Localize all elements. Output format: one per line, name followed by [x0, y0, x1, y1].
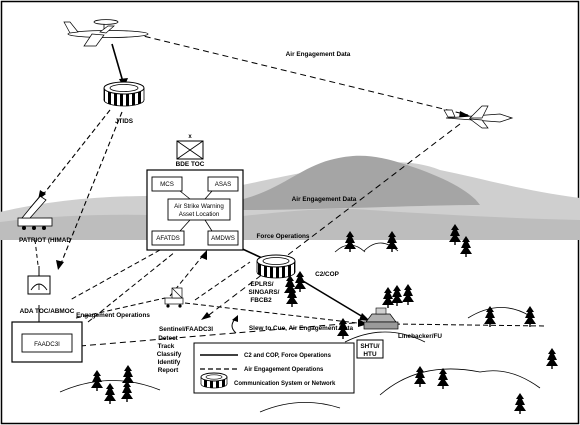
- afatds-box: [151, 230, 185, 246]
- label-eplrs-line3: FBCB2: [250, 297, 272, 304]
- hill-6: [259, 402, 341, 413]
- link-bde-adatoc: [69, 249, 161, 301]
- link-faadc3i-bde: [87, 251, 176, 323]
- arrow-linebacker: [358, 319, 368, 327]
- label-asas: ASAS: [215, 181, 232, 188]
- label-bde-toc: BDE TOC: [176, 161, 205, 168]
- amdws-box: [207, 230, 239, 246]
- label-linebacker: Linebacker/FU: [398, 333, 442, 340]
- hill-7: [59, 380, 161, 393]
- link-faadc3i-linebacker: [79, 321, 367, 347]
- link-awacs-jtids: [111, 43, 124, 83]
- label-c2cop: C2/COP: [315, 271, 340, 278]
- mcs-box: [151, 176, 183, 192]
- link-awacs-fighter: [134, 33, 469, 116]
- bde-toc-symbol-icon: x: [176, 134, 204, 160]
- radar-dish-icon: [27, 266, 51, 295]
- label-sentinel-line5: Identify: [158, 359, 181, 366]
- jtids-network-icon: [103, 81, 145, 107]
- link-fighter-toc: [204, 123, 461, 319]
- label-air-engagement-data-mid: Air Engagement Data: [292, 196, 357, 203]
- awacs-plane-icon: [63, 19, 149, 47]
- hill-3: [344, 331, 426, 343]
- link-jtids-patriot: [41, 109, 111, 197]
- label-sentinel-line6: Report: [158, 367, 179, 374]
- link-sentinel-linebacker: [184, 302, 367, 325]
- sentinel-radar-icon: [164, 287, 184, 308]
- label-shtu-line2: HTU: [363, 351, 377, 358]
- legend-network-icon: [200, 372, 228, 389]
- label-slew-to-cue: Slew to Cue, Air Engagement Data: [249, 325, 354, 332]
- link-ada-sentinel: [75, 297, 166, 319]
- bde-connector-4: [204, 219, 213, 232]
- link-eplrs-shtu: [297, 277, 369, 321]
- arrow-fighter-toc: [201, 312, 211, 320]
- label-air-strike-warning-line2: Asset Location: [179, 211, 220, 218]
- label-mcs: MCS: [160, 181, 174, 188]
- label-jtids: JTIDS: [115, 118, 134, 125]
- eplrs-network-icon: [256, 254, 296, 279]
- arrow-shtu: [359, 313, 370, 321]
- terrain-near: [0, 208, 580, 240]
- label-patriot: PATRIOT (HIMAD: [19, 237, 71, 244]
- arrow-adatoc: [56, 260, 64, 270]
- linebacker-vehicle-icon: [363, 307, 399, 330]
- label-engagement-operations: Engagement Operations: [76, 312, 150, 319]
- fighter-jet-icon: [443, 105, 514, 129]
- hill-5: [379, 368, 541, 396]
- link-jtids-adatoc: [59, 111, 123, 267]
- label-shtu-line1: SHTU/: [360, 343, 379, 350]
- label-force-operations: Force Operations: [257, 233, 310, 240]
- label-eplrs-line2: SINGARS/: [249, 289, 280, 296]
- bde-connector-1: [179, 190, 191, 200]
- faadc3i-inner-box: [21, 333, 73, 353]
- legend-solid-label: C2 and COP, Force Operations: [244, 353, 332, 359]
- bde-connector-3: [179, 219, 191, 232]
- label-sentinel-line4: Classify: [157, 351, 182, 358]
- asas-box: [207, 176, 239, 192]
- label-faadc3i: FAADC3I: [34, 341, 60, 348]
- label-sentinel-line2: Detect: [158, 335, 178, 342]
- slew-curve-head: [232, 315, 238, 322]
- legend-network-label: Communication System or Network: [234, 381, 336, 387]
- label-air-engagement-data-top: Air Engagement Data: [286, 51, 351, 58]
- label-eplrs-line1: EPLRS/: [250, 281, 273, 288]
- label-air-strike-warning-line1: Air Strike Warning: [174, 203, 224, 210]
- label-sentinel-line3: Track: [158, 343, 175, 350]
- shtu-box: [356, 339, 384, 359]
- label-afatds: AFATDS: [156, 235, 180, 242]
- terrain-mountain: [240, 155, 480, 210]
- legend-dashed-label: Air Engagement Operations: [244, 367, 324, 373]
- label-ada-toc: ADA TOC/ABMOC: [20, 308, 75, 315]
- link-sentinel-eplrs: [194, 261, 251, 301]
- link-linebacker-right: [394, 323, 546, 327]
- svg-text:x: x: [188, 134, 192, 140]
- label-amdws: AMDWS: [211, 235, 235, 242]
- bde-connector-2: [204, 190, 213, 200]
- hill-4: [467, 307, 531, 319]
- patriot-launcher-icon: [17, 191, 53, 230]
- label-sentinel-line1: Sentinel/FAADC3I: [159, 326, 213, 333]
- air-strike-warning-box: [167, 198, 231, 221]
- arrow-bde-1: [200, 250, 207, 260]
